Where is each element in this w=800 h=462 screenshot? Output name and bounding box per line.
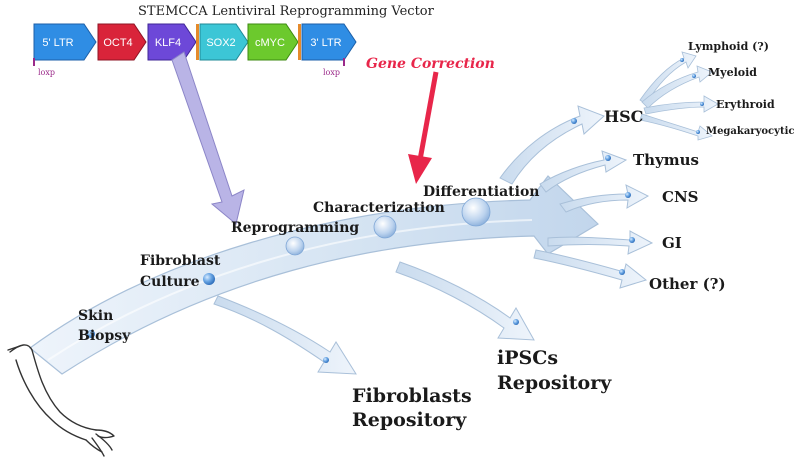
hsc-branch-arrow — [499, 105, 605, 185]
svg-text:5' LTR: 5' LTR — [42, 37, 73, 49]
vector-segment-3ltr: 3' LTR — [298, 23, 357, 61]
vector-segment-5ltr: 5' LTR — [33, 23, 97, 61]
label-ipscs-repository-2: Repository — [497, 372, 612, 394]
label-fibroblasts-repository-1: Fibroblasts — [352, 385, 472, 407]
bead-hsc — [571, 118, 577, 124]
gene-correction-label: Gene Correction — [366, 56, 495, 72]
vector-segment-cmyc: cMYC — [247, 23, 299, 61]
vector-segment-klf4: KLF4 — [147, 23, 197, 61]
svg-text:SOX2: SOX2 — [206, 37, 235, 49]
bead-thymus — [605, 155, 611, 161]
bead-ipscs-repo — [513, 319, 519, 325]
loxp-label-left: loxp — [38, 68, 55, 77]
stage-beads — [87, 58, 704, 363]
bead-reprogramming — [285, 236, 305, 256]
label-skin-biopsy-1: Skin — [78, 308, 113, 324]
label-megakaryocytic: Megakaryocytic — [706, 126, 794, 137]
label-gi: GI — [662, 234, 682, 252]
label-cns: CNS — [662, 188, 698, 206]
label-reprogramming: Reprogramming — [231, 220, 359, 236]
fibroblasts-repository-arrow — [213, 295, 357, 375]
vector-segment-sox2: SOX2 — [196, 23, 249, 61]
svg-text:KLF4: KLF4 — [155, 37, 181, 49]
bead-myeloid — [692, 74, 696, 78]
bead-fibroblasts-repo — [323, 357, 329, 363]
vector-segment-oct4: OCT4 — [97, 23, 147, 61]
label-lymphoid: Lymphoid (?) — [688, 40, 769, 53]
loxp-label-right: loxp — [323, 68, 340, 77]
label-other: Other (?) — [649, 275, 726, 293]
label-fibroblast-culture-1: Fibroblast — [140, 253, 221, 269]
main-workflow-arrow — [29, 175, 599, 375]
bead-differentiation — [461, 197, 491, 227]
label-myeloid: Myeloid — [708, 66, 757, 79]
label-ipscs-repository-1: iPSCs — [497, 347, 558, 369]
svg-text:cMYC: cMYC — [255, 37, 285, 49]
thymus-branch-arrow — [539, 150, 628, 193]
bead-characterization — [373, 215, 397, 239]
label-fibroblasts-repository-2: Repository — [352, 409, 467, 431]
vector-delivery-arrow — [171, 51, 245, 225]
label-skin-biopsy-2: Biopsy — [78, 328, 131, 344]
bead-skin-biopsy — [87, 330, 95, 338]
gene-correction-arrow — [408, 71, 439, 184]
bead-other — [619, 269, 625, 275]
label-hsc: HSC — [604, 107, 643, 126]
bead-gi — [629, 237, 635, 243]
erythroid-branch-arrow — [643, 95, 719, 115]
gi-branch-arrow — [547, 230, 654, 255]
bead-lymphoid — [680, 58, 684, 62]
ipscs-repository-arrow — [395, 261, 535, 341]
svg-text:3' LTR: 3' LTR — [310, 37, 341, 49]
bead-cns — [625, 192, 631, 198]
other-branch-arrow — [533, 249, 648, 289]
vector-title: STEMCCA Lentiviral Reprogramming Vector — [138, 4, 435, 19]
label-thymus: Thymus — [633, 151, 699, 169]
vector-construct: 5' LTR OCT4 KLF4 SOX2 cMYC 3' LTR loxp l… — [33, 23, 357, 77]
bead-erythroid — [700, 102, 704, 106]
cns-branch-arrow — [559, 184, 650, 213]
label-fibroblast-culture-2: Culture — [140, 274, 200, 290]
megakaryocytic-branch-arrow — [639, 113, 713, 141]
svg-text:OCT4: OCT4 — [103, 37, 132, 49]
bead-megakaryocytic — [696, 130, 700, 134]
arm-illustration — [7, 344, 115, 457]
label-differentiation: Differentiation — [423, 184, 539, 200]
label-erythroid: Erythroid — [716, 98, 775, 111]
label-characterization: Characterization — [313, 200, 445, 216]
lymphoid-branch-arrow — [639, 51, 697, 105]
bead-fibroblast-culture — [203, 273, 215, 285]
